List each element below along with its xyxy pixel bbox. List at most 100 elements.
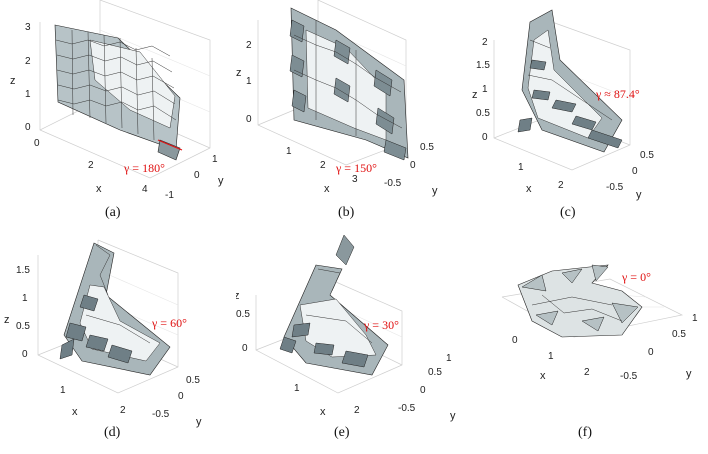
z-label: z xyxy=(10,75,16,87)
panel-f-plot: 0 1 2 x -0.5 0 0.5 1 y γ = 0° xyxy=(501,264,698,382)
x-tick-1: 1 xyxy=(548,351,554,362)
z-label: z xyxy=(236,290,240,302)
panel-c: 0 0.5 1 1.5 2 z 1 2 x -0.5 0 0.5 y γ ≈ 8… xyxy=(472,0,708,225)
panel-b: 0 1 2 z 1 2 3 x -0.5 0 0.5 y γ = 150° (b… xyxy=(236,0,472,225)
x-label: x xyxy=(324,183,330,195)
y-tick-0: -1 xyxy=(165,190,174,201)
x-label: x xyxy=(72,406,78,418)
x-label: x xyxy=(540,370,546,382)
y-tick-2: 0.5 xyxy=(640,150,654,161)
z-tick-1: 1 xyxy=(246,76,252,87)
panel-a-plot: 0 1 2 3 z 0 2 4 x -1 0 1 y γ = 180° xyxy=(10,0,224,201)
y-tick-1: 0 xyxy=(632,166,638,177)
z-tick-1: 1 xyxy=(25,89,31,100)
x-tick-0: 1 xyxy=(294,383,300,394)
surface-b xyxy=(289,7,409,161)
x-tick-0: 0 xyxy=(34,138,40,149)
x-label: x xyxy=(526,183,532,195)
y-tick-0: -0.5 xyxy=(152,409,170,420)
caption-f: (f) xyxy=(578,425,592,440)
y-tick-2: 0.5 xyxy=(186,375,200,386)
z-tick-0: 0 xyxy=(246,114,252,125)
z-label: z xyxy=(472,89,478,101)
x-label: x xyxy=(96,183,102,195)
panel-d: 0 0.5 1 1.5 z 1 2 x -0.5 0 0.5 y γ = 60°… xyxy=(0,225,236,449)
x-tick-2: 2 xyxy=(584,367,590,378)
y-label: y xyxy=(218,175,224,187)
surface-d xyxy=(59,242,171,376)
x-tick-1: 2 xyxy=(88,160,94,171)
y-label: y xyxy=(686,368,692,380)
panel-e-plot: 0 0.5 z 1 2 x -0.5 0 0.5 1 y γ = 30° xyxy=(234,234,456,422)
surface-e xyxy=(279,234,389,376)
caption-d: (d) xyxy=(104,425,121,440)
z-label: z xyxy=(236,67,242,79)
y-tick-2: 0.5 xyxy=(428,367,442,378)
y-tick-1: 0 xyxy=(178,391,184,402)
z-tick-2: 2 xyxy=(246,40,252,51)
x-tick-0: 1 xyxy=(286,146,292,157)
z-tick-3: 1.5 xyxy=(16,265,30,276)
x-tick-0: 1 xyxy=(60,385,66,396)
y-tick-1: 0 xyxy=(410,160,416,171)
z-tick-2: 2 xyxy=(25,56,31,67)
caption-a: (a) xyxy=(105,205,121,220)
surface-c xyxy=(517,9,623,153)
gamma-annotation: γ ≈ 87.4° xyxy=(595,87,640,101)
z-tick-2: 1 xyxy=(22,293,28,304)
gamma-annotation: γ = 180° xyxy=(123,161,165,175)
z-tick-0: 0 xyxy=(22,349,28,360)
caption-e: (e) xyxy=(334,425,350,440)
y-tick-0: -0.5 xyxy=(384,178,402,189)
x-tick-2: 4 xyxy=(142,184,148,195)
y-tick-3: 1 xyxy=(446,353,452,364)
z-tick-1: 0.5 xyxy=(236,309,250,320)
gamma-annotation: γ = 60° xyxy=(151,316,187,330)
z-tick-0: 0 xyxy=(242,343,248,354)
x-tick-1: 2 xyxy=(354,405,360,416)
y-label: y xyxy=(432,185,438,197)
surface-a xyxy=(54,24,183,161)
panel-c-plot: 0 0.5 1 1.5 2 z 1 2 x -0.5 0 0.5 y γ ≈ 8… xyxy=(472,9,654,201)
surface-f xyxy=(517,264,643,338)
y-tick-1: 0 xyxy=(420,385,426,396)
y-tick-2: 1 xyxy=(212,154,218,165)
gamma-annotation: γ = 30° xyxy=(363,318,399,332)
panel-b-plot: 0 1 2 z 1 2 3 x -0.5 0 0.5 y γ = 150° xyxy=(236,0,438,197)
x-tick-1: 2 xyxy=(320,160,326,171)
caption-c: (c) xyxy=(560,205,576,220)
x-tick-2: 3 xyxy=(352,174,358,185)
z-tick-3: 1.5 xyxy=(476,60,490,71)
y-tick-1: 0 xyxy=(194,170,200,181)
y-tick-0: -0.5 xyxy=(620,371,638,382)
y-label: y xyxy=(450,410,456,422)
z-tick-1: 0.5 xyxy=(476,108,490,119)
z-tick-3: 3 xyxy=(25,22,31,33)
z-tick-0: 0 xyxy=(482,132,488,143)
panel-e: 0 0.5 z 1 2 x -0.5 0 0.5 1 y γ = 30° (e) xyxy=(234,225,472,449)
z-tick-4: 2 xyxy=(482,37,488,48)
y-label: y xyxy=(196,416,202,428)
y-tick-3: 1 xyxy=(692,313,698,324)
x-tick-0: 0 xyxy=(512,335,518,346)
z-tick-2: 1 xyxy=(482,84,488,95)
x-tick-0: 1 xyxy=(518,162,524,173)
z-tick-1: 0.5 xyxy=(16,321,30,332)
z-label: z xyxy=(4,314,10,326)
y-label: y xyxy=(636,189,642,201)
x-tick-1: 2 xyxy=(120,405,126,416)
y-tick-1: 0 xyxy=(648,347,654,358)
x-label: x xyxy=(320,406,326,418)
y-tick-2: 0.5 xyxy=(420,142,434,153)
panel-f: 0 1 2 x -0.5 0 0.5 1 y γ = 0° (f) xyxy=(472,225,708,449)
y-tick-0: -0.5 xyxy=(398,403,416,414)
panel-d-plot: 0 0.5 1 1.5 z 1 2 x -0.5 0 0.5 y γ = 60° xyxy=(4,239,202,428)
y-tick-2: 0.5 xyxy=(672,329,686,340)
caption-b: (b) xyxy=(338,205,355,220)
gamma-annotation: γ = 150° xyxy=(335,161,377,175)
panel-a: 0 1 2 3 z 0 2 4 x -1 0 1 y γ = 180° (a) xyxy=(0,0,236,225)
x-tick-1: 2 xyxy=(558,180,564,191)
gamma-annotation: γ = 0° xyxy=(621,270,651,284)
y-tick-0: -0.5 xyxy=(606,182,624,193)
